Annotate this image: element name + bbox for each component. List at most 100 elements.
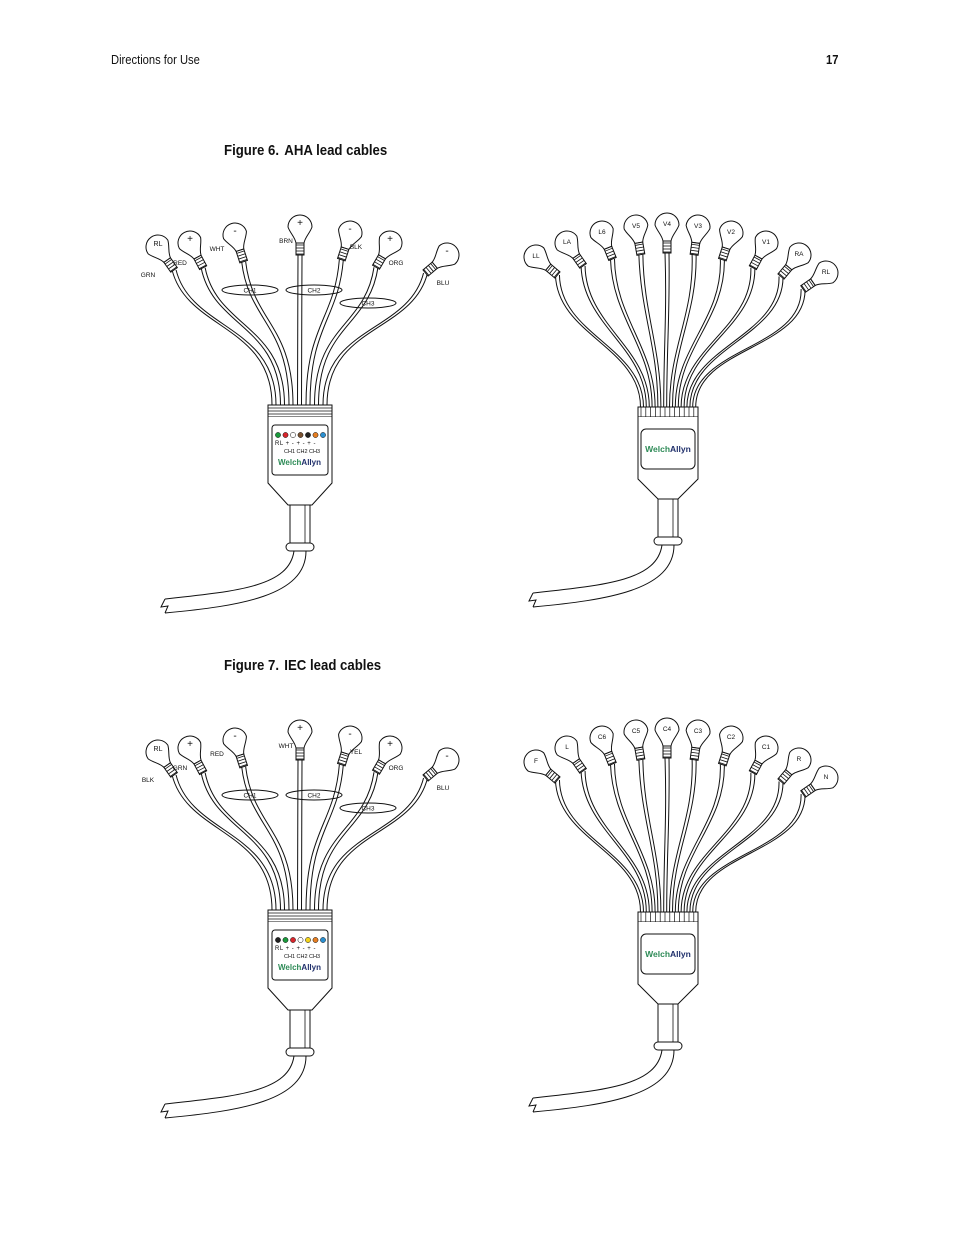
fig0-legend-dot-5 [312, 432, 319, 438]
fig1-electrode-2-grip [237, 758, 246, 762]
fig1-twelve-wire-6 [674, 764, 721, 913]
fig1-legend-signs: RL + - + - + - [275, 946, 316, 952]
fig0-electrode-6-snap [431, 242, 460, 269]
fig1-wire-label-2: RED [210, 751, 224, 758]
fig1-electrode-5-mark: + [387, 739, 393, 750]
fig1-twelve-strain-relief [657, 1003, 679, 1043]
fig0-twelve-electrode-9-grip [808, 279, 814, 287]
fig1-channel-label-2: CH3 [361, 806, 374, 813]
fig0-wire-label-0: GRN [141, 272, 156, 279]
fig1-electrode-0-grip [164, 764, 172, 770]
fig0-electrode-2 [222, 222, 249, 264]
fig0-twelve-panel [640, 428, 696, 470]
fig1-twelve-wire-4 [666, 757, 670, 913]
fig0-twelve-electrode-2-snap [589, 220, 614, 250]
fig1-legend-dot-3 [297, 937, 304, 943]
fig0-electrode-4-grip [340, 248, 349, 252]
fig0-three-strain-relief [289, 504, 311, 544]
fig1-twelve-label-3: C5 [632, 728, 641, 735]
fig1-twelve-cable-break [528, 1097, 537, 1113]
fig0-electrode-2-snap [222, 222, 247, 253]
fig0-wire-label-1: RED [173, 260, 187, 267]
fig1-twelve-electrode-1-grip [573, 760, 581, 766]
fig1-twelve-electrode-8 [777, 747, 812, 785]
fig0-electrode-0-mark: RL [154, 241, 163, 248]
fig1-twelve-wire-0 [558, 779, 644, 913]
fig1-twelve-electrode-5-neck [689, 746, 701, 761]
fig0-electrode-2-grip [236, 250, 245, 254]
fig1-twelve-electrode-2-grip [608, 761, 616, 765]
fig1-twelve-electrode-5-grip [691, 748, 700, 751]
fig1-electrode-0-grip [166, 766, 174, 772]
fig1-twelve-wire-9 [695, 794, 806, 913]
fig1-twelve-wire-2 [613, 763, 656, 913]
fig1-twelve-ferrule [653, 1041, 683, 1051]
fig0-brand-a: Welch [278, 458, 302, 467]
fig0-twelve-ferrule [653, 536, 683, 546]
fig1-twelve-electrode-5-grip [690, 757, 699, 760]
fig1-lead-wire-1 [204, 772, 285, 911]
fig0-twelve-electrode-3-grip [636, 252, 645, 255]
fig1-lead-wire-2 [241, 766, 290, 911]
fig0-twelve-electrode-3-grip [636, 249, 645, 252]
fig1-electrode-4-grip [340, 753, 349, 757]
fig0-electrode-0 [145, 234, 179, 273]
fig0-twelve-electrode-7-snap [754, 230, 779, 260]
fig0-lead-wire-1 [200, 267, 281, 406]
fig0-twelve-electrode-0-snap [523, 244, 552, 271]
fig1-legend-channels: CH1 CH2 CH3 [284, 954, 320, 960]
fig1-twelve-label-2: C6 [598, 734, 607, 741]
fig1-wire-label-0: BLK [142, 777, 155, 784]
fig0-twelve-electrode-3-grip [635, 246, 644, 249]
fig1-twelve-electrode-9-snap [809, 765, 839, 792]
fig0-twelve-electrode-3 [623, 214, 649, 256]
fig1-three-cable-break [160, 1103, 169, 1119]
fig1-legend-dot-0 [275, 937, 281, 943]
fig1-twelve-label-8: R [797, 756, 802, 763]
fig1-lead-wire-1 [200, 772, 281, 911]
fig1-electrode-0-mark: RL [154, 746, 163, 753]
fig1-electrode-5-snap [377, 735, 403, 765]
page-number: 17 [826, 52, 839, 67]
fig0-twelve-strain-relief [657, 498, 679, 538]
fig0-twelve-wire-9 [692, 289, 802, 408]
fig0-twelve-electrode-9-grip [806, 281, 812, 289]
fig0-twelve-wire-5 [669, 254, 693, 408]
fig0-twelve-wire-2 [609, 258, 653, 408]
fig1-twelve-electrode-3 [623, 719, 649, 761]
fig1-lead-wire-5 [318, 772, 379, 911]
fig0-electrode-6-grip [428, 265, 434, 272]
fig1-electrode-5-grip [377, 761, 385, 766]
fig0-electrode-5 [371, 230, 403, 270]
fig0-twelve-electrode-0 [523, 244, 561, 279]
fig0-twelve-electrode-4-snap [654, 212, 680, 242]
fig1-twelve-electrode-1-grip [577, 765, 585, 771]
fig0-twelve-electrode-5-snap [685, 214, 711, 244]
fig1-wire-label-6: BLU [437, 785, 450, 792]
fig0-twelve-electrode-7 [748, 230, 779, 271]
fig0-electrode-3-neck [295, 242, 305, 256]
fig0-twelve-label-2: L6 [598, 229, 606, 236]
fig0-electrode-0-grip [166, 261, 174, 267]
fig1-lead-wire-3 [301, 759, 303, 911]
fig1-electrode-3-snap [287, 719, 313, 749]
fig0-twelve-electrode-9-grip [803, 283, 809, 291]
fig1-lead-wire-2 [245, 766, 294, 911]
fig1-twelve-electrode-4 [654, 717, 680, 759]
fig1-channel-label-1: CH2 [307, 793, 320, 800]
fig1-electrode-0 [145, 739, 179, 778]
fig1-twelve-electrode-2 [589, 725, 617, 767]
fig0-twelve-electrode-1-grip [573, 255, 581, 261]
fig1-twelve-electrode-1-snap [554, 735, 581, 765]
fig1-electrode-2-snap [222, 727, 247, 758]
fig0-electrode-4-grip [338, 254, 347, 258]
fig1-legend-dot-4 [305, 937, 311, 943]
fig0-legend-dot-4 [305, 432, 311, 438]
fig1-twelve-brand-logo: WelchAllyn [645, 949, 691, 959]
fig1-twelve-electrode-7 [748, 735, 779, 776]
fig1-twelve-label-9: N [824, 774, 829, 781]
fig1-twelve-wire-7 [680, 772, 752, 913]
fig0-electrode-0-grip [169, 266, 177, 272]
fig1-twelve-electrode-8-grip [782, 773, 789, 779]
